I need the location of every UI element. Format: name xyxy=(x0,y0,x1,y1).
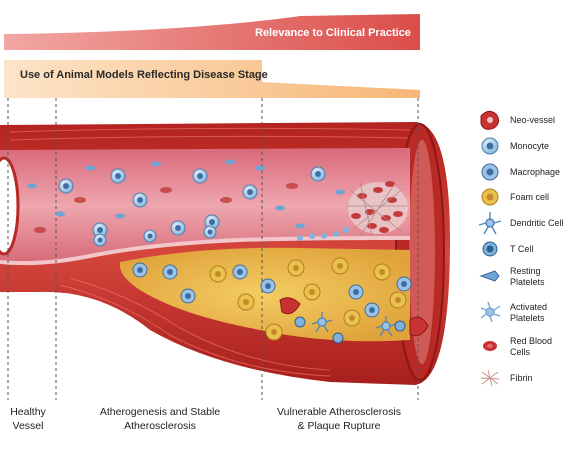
foam-cell xyxy=(331,257,349,275)
monocyte-icon xyxy=(481,137,499,155)
thrombus xyxy=(297,181,408,241)
stage-label-line: Healthy xyxy=(10,406,46,418)
foam-cell xyxy=(389,291,407,309)
monocyte-cell xyxy=(132,192,148,208)
legend-label-macrophage: Macrophage xyxy=(510,167,561,177)
macrophage xyxy=(180,288,196,304)
stage-label-atherogenesis: Atherogenesis and Stable Atherosclerosis xyxy=(60,405,260,433)
monocyte-cell xyxy=(58,178,74,194)
macrophage-icon xyxy=(481,163,499,181)
fibrin-icon xyxy=(480,369,500,387)
plaque-t-cells xyxy=(294,316,406,344)
foam-cell xyxy=(303,283,321,301)
monocyte-cell xyxy=(110,168,126,184)
legend-label-red-blood-cells: Red Blood Cells xyxy=(510,336,553,357)
healthy-vessel-opening xyxy=(0,156,20,256)
animal-models-banner xyxy=(4,60,420,98)
red-blood-cell-icon xyxy=(483,341,497,351)
macrophage xyxy=(162,264,178,280)
t-cell-icon xyxy=(482,241,498,257)
legend-label-fibrin: Fibrin xyxy=(510,373,533,383)
resting-platelet xyxy=(115,213,125,219)
foam-cell xyxy=(209,265,227,283)
resting-platelet xyxy=(225,159,235,165)
adherent-cells xyxy=(93,225,217,247)
relevance-banner xyxy=(4,14,420,50)
monocyte-cell xyxy=(170,220,186,236)
macrophage xyxy=(348,284,364,300)
red-blood-cell xyxy=(160,187,172,193)
plaque-macrophages xyxy=(132,262,412,318)
foam-cell xyxy=(343,309,361,327)
legend-label-activated-platelets: Activated Platelets xyxy=(510,302,548,323)
red-blood-cell xyxy=(220,197,232,203)
animal-models-banner-label: Use of Animal Models Reflecting Disease … xyxy=(20,69,268,81)
monocyte-cell xyxy=(192,168,208,184)
dendritic-cell-icon xyxy=(478,212,502,235)
activated-platelet-icon xyxy=(480,301,501,323)
stage-dividers xyxy=(7,98,419,400)
macrophage xyxy=(396,276,412,292)
neo-vessel-icon xyxy=(480,110,500,130)
legend-label-neo-vessel: Neo-vessel xyxy=(510,115,556,125)
resting-platelet xyxy=(335,189,345,195)
resting-platelet xyxy=(151,161,161,167)
legend-label-resting-platelets: Resting Platelets xyxy=(510,266,545,287)
resting-platelet xyxy=(55,211,65,217)
stage-label-healthy: Healthy Vessel xyxy=(2,405,54,433)
resting-platelet xyxy=(255,165,265,171)
resting-platelet xyxy=(295,223,305,229)
macrophage xyxy=(132,262,148,278)
foam-cell xyxy=(265,323,283,341)
plaque-neo-vessel xyxy=(279,297,429,337)
stage-label-line: Atherogenesis and Stable xyxy=(99,406,221,418)
foam-cell xyxy=(237,293,255,311)
wall-texture xyxy=(9,127,411,377)
foam-cell xyxy=(287,259,305,277)
stage-label-line: & Plaque Rupture xyxy=(297,420,381,432)
lumen-red-blood-cells xyxy=(34,183,298,233)
resting-platelet-icon xyxy=(479,270,500,282)
foam-cell-icon xyxy=(481,188,499,206)
stage-label-line: Vessel xyxy=(12,420,44,432)
macrophage xyxy=(232,264,248,280)
legend-label-monocyte: Monocyte xyxy=(510,141,550,151)
vessel-end-inner xyxy=(409,140,435,364)
foam-cell xyxy=(373,263,391,281)
monocyte-cell xyxy=(310,166,326,182)
monocyte-cell xyxy=(242,184,258,200)
red-blood-cell xyxy=(286,183,298,189)
lumen-platelets xyxy=(27,159,345,229)
stage-label-vulnerable: Vulnerable Atherosclerosis & Plaque Rupt… xyxy=(264,405,414,433)
macrophage xyxy=(260,278,276,294)
resting-platelet xyxy=(85,165,95,171)
macrophage xyxy=(364,302,380,318)
resting-platelet xyxy=(27,183,37,189)
resting-platelet xyxy=(275,205,285,211)
red-blood-cell xyxy=(74,197,86,203)
plaque-foam-cells xyxy=(209,257,407,341)
lumen-monocytes xyxy=(58,166,326,238)
plaque-dendritic-cells xyxy=(311,312,397,337)
red-blood-cell xyxy=(34,227,46,233)
monocyte-cell xyxy=(204,214,220,230)
stage-label-line: Atherosclerosis xyxy=(124,420,196,432)
legend-icons xyxy=(478,110,502,387)
legend-label-foam-cell: Foam cell xyxy=(510,192,550,202)
relevance-banner-label: Relevance to Clinical Practice xyxy=(255,27,411,39)
monocyte-cell xyxy=(92,222,108,238)
legend-label-t-cell: T Cell xyxy=(510,244,534,254)
stage-label-line: Vulnerable Atherosclerosis xyxy=(277,406,401,418)
legend-label-dendritic-cell: Dendritic Cell xyxy=(510,218,564,228)
